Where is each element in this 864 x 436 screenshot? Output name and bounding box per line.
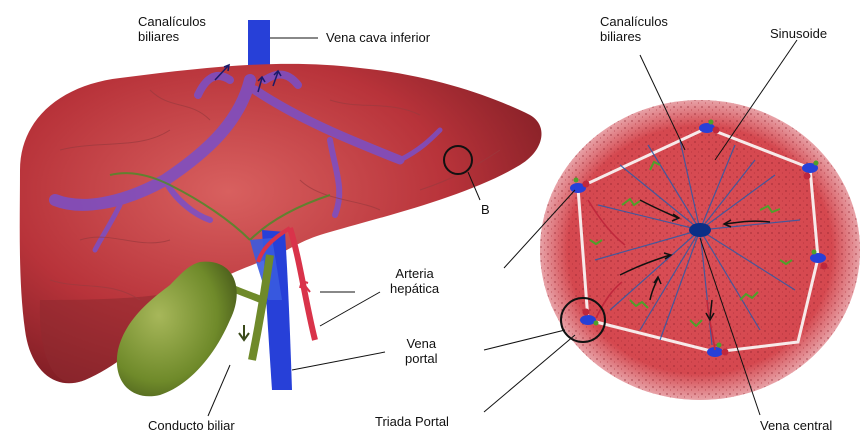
label-arteria: Arteria hepática xyxy=(390,266,439,296)
label-vena-central: Vena central xyxy=(760,418,832,433)
liver-illustration xyxy=(20,20,542,396)
label-canaliculos-left: Canalículos biliares xyxy=(138,14,206,44)
label-vena-cava: Vena cava inferior xyxy=(326,30,430,45)
label-sinusoide: Sinusoide xyxy=(770,26,827,41)
label-b-marker: B xyxy=(481,202,490,217)
hepatic-lobule xyxy=(540,100,860,400)
label-canaliculos-right: Canalículos biliares xyxy=(600,14,668,44)
vena-central-node xyxy=(689,223,711,237)
label-vena-portal: Vena portal xyxy=(405,336,438,366)
label-triada-portal: Triada Portal xyxy=(375,414,449,429)
label-conducto-biliar: Conducto biliar xyxy=(148,418,235,433)
